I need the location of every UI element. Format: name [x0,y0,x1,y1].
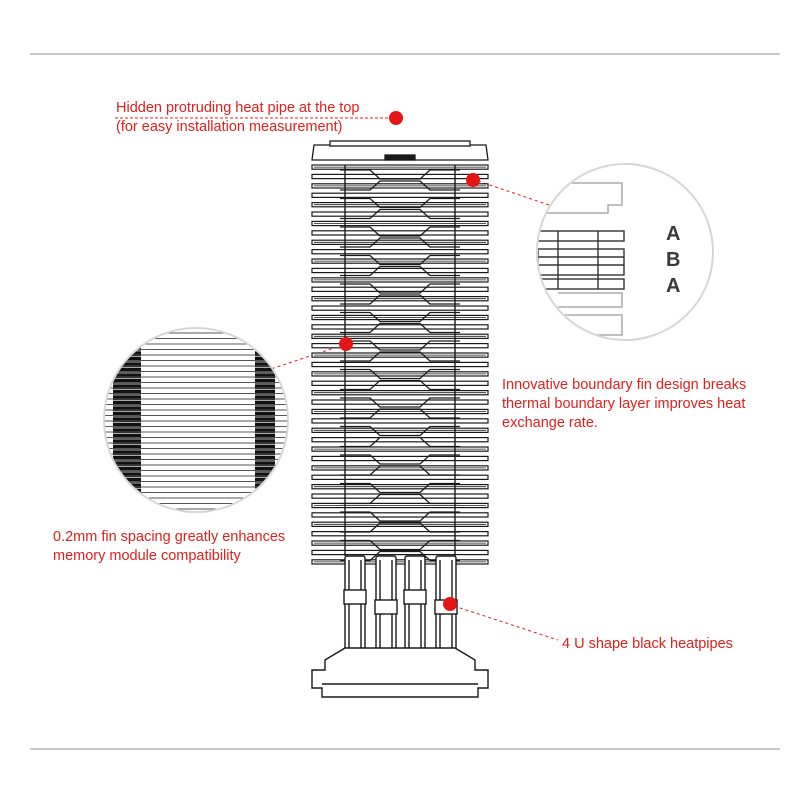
fin-spacing-zoom [103,327,289,513]
fin [311,305,489,311]
fin [311,549,489,556]
top-rule [30,53,780,55]
fin [311,427,489,434]
fin [311,352,489,358]
callout-line: 0.2mm fin spacing greatly enhances [53,529,286,545]
callout-line: 4 U shape black heatpipes [562,636,733,652]
fin [311,258,489,264]
fin [311,408,489,415]
fin [311,249,489,255]
leader-spacing [267,344,344,371]
fin [311,399,489,405]
fin [311,502,489,509]
fin [311,455,489,462]
fin [311,267,489,274]
fin [311,559,489,565]
fin [311,286,489,293]
callout-line: (for easy installation measurement) [116,119,343,135]
fin [311,296,489,302]
fin-layer-label: A [666,275,681,297]
fin [311,333,489,340]
callout-line: exchange rate. [502,415,598,431]
fin [311,324,489,330]
leader-lines [115,117,559,641]
bottom-rule [30,748,780,750]
callout-line: memory module compatibility [53,548,241,564]
callout-top-pipe: Hidden protruding heat pipe at the top (… [116,99,359,137]
marker-dot-boundary [466,173,480,187]
fin [311,192,489,198]
fin [311,183,489,189]
callout-heatpipes: 4 U shape black heatpipes [562,635,733,654]
fin [311,164,489,170]
fin [311,474,489,481]
fin [311,220,489,227]
fin [311,361,489,368]
top-cap [311,140,489,161]
marker-dot-spacing [339,337,353,351]
fin [311,380,489,387]
fin-stack [311,164,489,565]
fin [311,540,489,546]
callout-line: Hidden protruding heat pipe at the top [116,100,360,116]
fin [311,343,489,349]
boundary-pattern [340,169,460,562]
fin [311,530,489,537]
leader-boundary [477,180,556,208]
callout-fin-spacing: 0.2mm fin spacing greatly enhances memor… [53,528,285,566]
fin [311,390,489,396]
fin [311,230,489,236]
callout-line: Innovative boundary fin design breaks [502,377,747,393]
fin [311,239,489,245]
boundary-fin-zoom: A B A [536,163,714,341]
fin-layer-label: A [666,223,681,245]
base-block [311,647,489,698]
fin [311,521,489,528]
fin [311,371,489,377]
marker-dot-top-pipe [389,111,403,125]
fin [311,211,489,217]
fin [311,314,489,321]
marker-dot-heatpipes [443,597,457,611]
fin [311,437,489,443]
leader-heatpipes [453,605,559,641]
fin [311,173,489,180]
fin-layer-label: B [666,249,681,271]
fin [311,512,489,518]
fin [311,202,489,208]
fin [311,484,489,490]
callout-line: thermal boundary layer improves heat [502,396,746,412]
callout-boundary-fin: Innovative boundary fin design breaks th… [502,376,746,433]
fin [311,446,489,452]
fin [311,277,489,283]
fin [311,418,489,424]
